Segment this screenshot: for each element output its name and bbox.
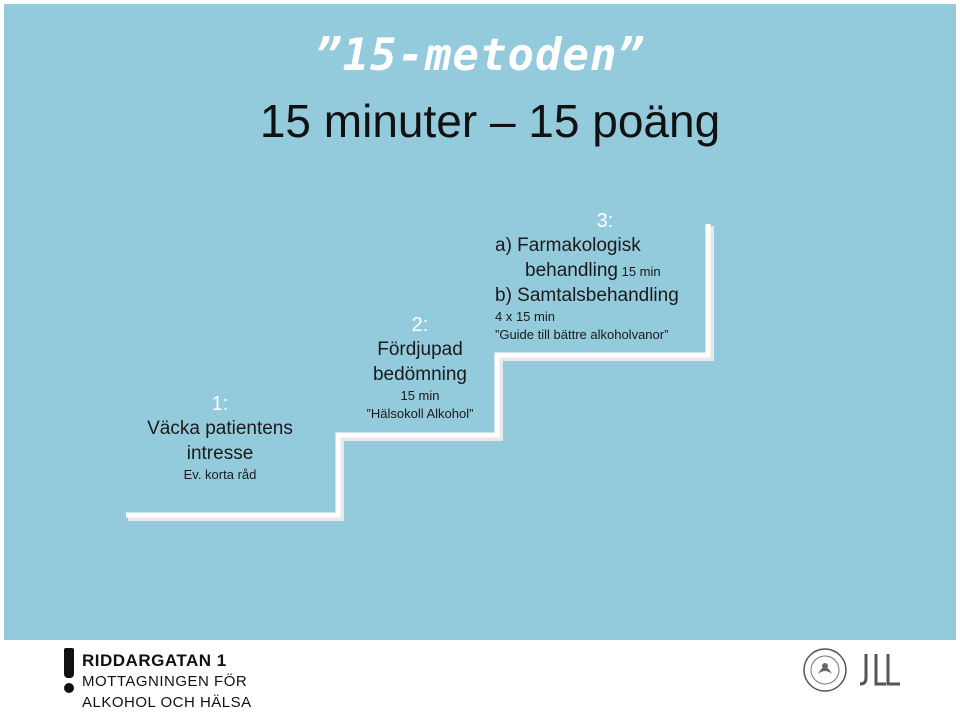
step-3-a-line2: behandling 15 min: [495, 258, 715, 283]
step-2-line2: bedömning: [372, 364, 468, 385]
step-3-b-time: 4 x 15 min: [495, 309, 555, 324]
step-2-number: 2:: [411, 314, 429, 336]
org-line3: ALKOHOL OCH HÄLSA: [82, 694, 252, 711]
org-line1: RIDDARGATAN 1: [82, 651, 227, 670]
footer-organization: RIDDARGATAN 1 MOTTAGNINGEN FÖR ALKOHOL O…: [82, 650, 252, 713]
step-3-a-label: behandling: [525, 260, 618, 281]
step-2-time: 15 min: [400, 388, 440, 403]
step-2: 2: Fördjupad bedömning 15 min ”Hälsokoll…: [340, 314, 500, 423]
step-3-b-note: ”Guide till bättre alkoholvanor”: [495, 327, 669, 342]
step-1-line2: intresse: [186, 443, 254, 464]
step-3: 3: a) Farmakologisk behandling 15 min b)…: [495, 210, 715, 344]
step-3-a-time: 15 min: [617, 264, 661, 279]
slide-background: [4, 4, 956, 640]
sll-logo-icon: [859, 654, 900, 686]
step-1: 1: Väcka patientens intresse Ev. korta r…: [130, 393, 310, 484]
karolinska-seal-icon: [803, 648, 847, 692]
slide-subtitle: 15 minuter – 15 poäng: [259, 95, 721, 147]
step-2-note: ”Hälsokoll Alkohol”: [366, 406, 474, 421]
step-1-number: 1:: [211, 393, 229, 415]
step-1-line1: Väcka patientens: [147, 418, 293, 439]
staircase-shadow: [128, 226, 714, 521]
slide-title: ”15-metoden”: [315, 30, 645, 81]
step-3-b-line: b) Samtalsbehandling: [495, 285, 679, 306]
org-line2: MOTTAGNINGEN FÖR: [82, 673, 248, 690]
step-3-a-line1: a) Farmakologisk: [495, 235, 641, 256]
riddargatan-logo-icon: [64, 648, 74, 678]
step-1-note: Ev. korta råd: [183, 467, 257, 482]
step-2-line1: Fördjupad: [377, 339, 463, 360]
staircase-line: [126, 224, 711, 518]
step-3-number: 3:: [596, 210, 614, 232]
riddargatan-logo-dot-icon: [64, 683, 74, 693]
